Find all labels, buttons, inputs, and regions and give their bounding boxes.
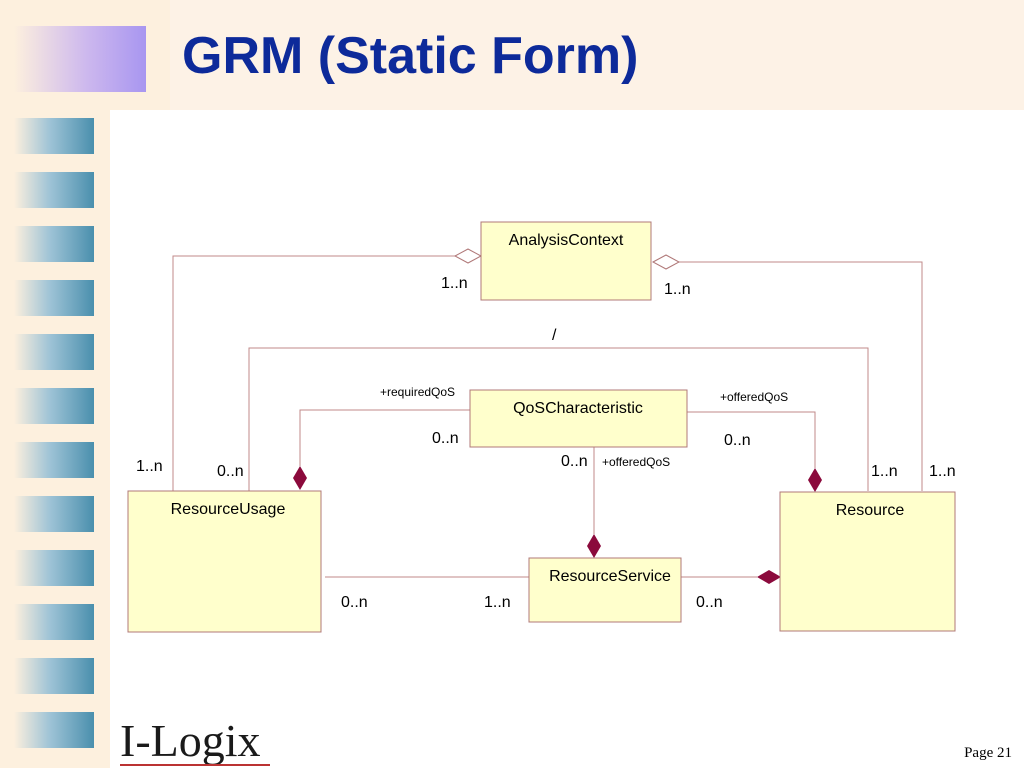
association-ac-resource [679,261,923,491]
composition-diamond-resourceservice [587,534,601,558]
multiplicity-res-inner: 1..n [871,463,898,480]
decorative-stripe [14,388,94,424]
decorative-stripe [14,280,94,316]
aggregation-diamond-right [651,254,681,270]
multiplicity-qos-right: 0..n [724,432,751,449]
decorative-stripe [14,658,94,694]
multiplicity-rs-right: 0..n [696,594,723,611]
decorative-stripe [14,550,94,586]
decorative-stripe [14,604,94,640]
logo-underline [120,764,270,766]
role-required-qos: +requiredQoS [380,385,455,399]
multiplicity-ru-service: 0..n [341,594,368,611]
class-name-resource-usage: ResourceUsage [171,501,286,518]
decorative-stripe [14,118,94,154]
composition-diamond-resourceusage [293,466,307,490]
composition-diamond-resource-side [757,570,781,584]
class-name-resource: Resource [836,502,905,519]
class-name-analysis-context: AnalysisContext [509,232,624,249]
role-offered-qos-resource: +offeredQoS [720,390,788,404]
page-number: Page 21 [964,745,1012,761]
multiplicity-ac-left: 1..n [441,275,468,292]
company-logo: I-Logix [120,715,261,766]
association-offered-qos [687,411,816,468]
decorative-stripe [14,496,94,532]
decorative-stripe [14,334,94,370]
class-box-resource [779,491,956,632]
composition-diamond-resource [808,468,822,492]
association-required-qos [299,409,470,466]
derived-association [248,347,869,491]
multiplicity-ru-outer: 1..n [136,458,163,475]
class-box-analysis-context [480,221,652,301]
aggregation-diamond-left [453,248,483,264]
decorative-stripe [14,226,94,262]
decorative-stripe [14,442,94,478]
decorative-stripe [14,172,94,208]
association-ac-resourceusage [172,255,455,491]
multiplicity-res-outer: 1..n [929,463,956,480]
class-name-qos-characteristic: QoSCharacteristic [513,400,643,417]
decorative-square [14,26,146,92]
multiplicity-rs-left: 1..n [484,594,511,611]
decorative-stripe [14,712,94,748]
multiplicity-qos-bottom: 0..n [561,453,588,470]
slide-title: GRM (Static Form) [182,27,639,85]
class-name-resource-service: ResourceService [549,568,671,585]
class-box-resource-usage [127,490,322,633]
derived-marker: / [552,327,557,344]
class-box-qos-characteristic [469,389,688,448]
role-offered-qos-service: +offeredQoS [602,455,670,469]
multiplicity-ru-inner: 0..n [217,463,244,480]
class-box-resource-service [528,557,682,623]
multiplicity-qos-left: 0..n [432,430,459,447]
title-band [170,0,1024,110]
multiplicity-ac-right: 1..n [664,281,691,298]
